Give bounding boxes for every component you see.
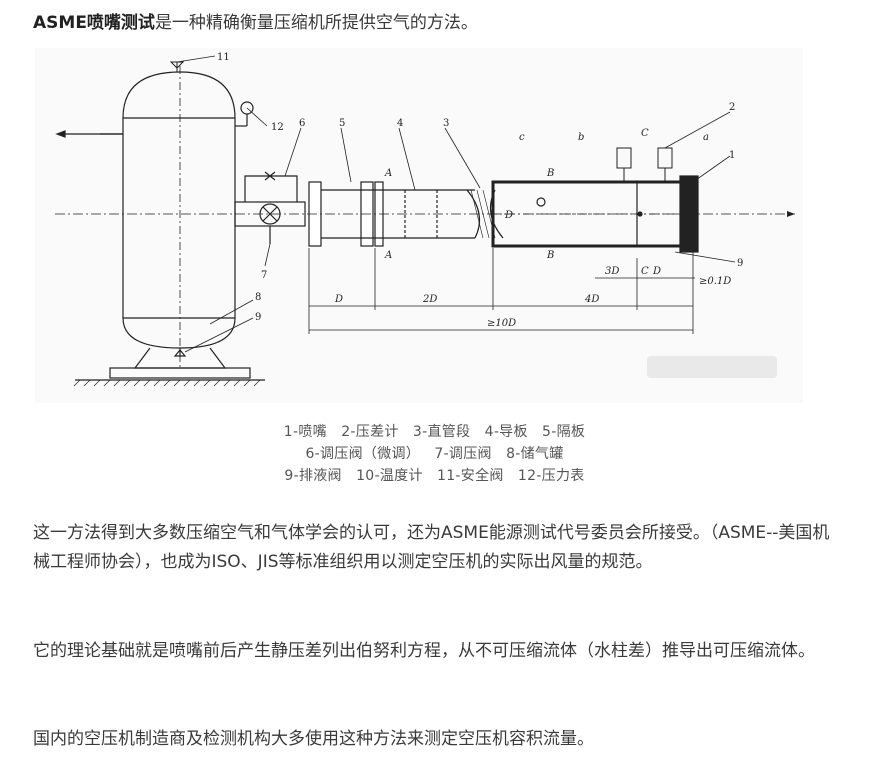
dim-2D: 2D bbox=[422, 294, 437, 305]
callout-a: a bbox=[703, 132, 709, 143]
dim-4D: 4D bbox=[584, 294, 599, 305]
dim-diameter: D bbox=[504, 210, 513, 221]
callout-5: 5 bbox=[339, 118, 345, 129]
caption-line-3: 9-排液阀 10-温度计 11-安全阀 12-压力表 bbox=[284, 468, 585, 484]
section-markers: A A B B C C bbox=[384, 128, 649, 277]
callout-6: 6 bbox=[299, 118, 305, 129]
dim-D: D bbox=[334, 294, 343, 305]
callout-leaders bbox=[176, 55, 736, 353]
intro-text: ASME喷嘴测试是一种精确衡量压缩机所提供空气的方法。 bbox=[33, 9, 833, 38]
callout-8: 8 bbox=[255, 292, 261, 303]
section-A-top: A bbox=[384, 168, 392, 179]
tank-base bbox=[73, 347, 265, 387]
dim-D-c: D bbox=[652, 266, 661, 277]
callout-labels: 11 12 6 5 4 3 2 1 7 8 9 9 c b a bbox=[217, 52, 743, 323]
blurred-watermark bbox=[647, 356, 777, 378]
section-A-bottom: A bbox=[384, 250, 392, 261]
dim-0-1D: ≥0.1D bbox=[699, 276, 731, 287]
section-B-bottom: B bbox=[546, 250, 554, 261]
section-C-bottom: C bbox=[641, 266, 649, 277]
paragraph-1: 这一方法得到大多数压缩空气和气体学会的认可，还为ASME能源测试代号委员会所接受… bbox=[33, 523, 830, 572]
storage-tank bbox=[55, 66, 254, 368]
callout-9-receiver: 9 bbox=[737, 258, 743, 269]
callout-4: 4 bbox=[397, 118, 403, 129]
intro-bold: ASME喷嘴测试 bbox=[33, 13, 155, 33]
callout-9-tank: 9 bbox=[255, 312, 261, 323]
asme-nozzle-diagram: 11 12 6 5 4 3 2 1 7 8 9 9 c b a A A B B … bbox=[35, 48, 803, 403]
paragraph-2: 它的理论基础就是喷嘴前后产生静压差列出伯努利方程，从不可压缩流体（水柱差）推导出… bbox=[33, 641, 815, 661]
dimension-labels: D 2D 4D ≥10D 3D D ≥0.1D D bbox=[334, 210, 731, 329]
caption-line-1: 1-喷嘴 2-压差计 3-直管段 4-导板 5-隔板 bbox=[283, 424, 586, 440]
callout-7: 7 bbox=[261, 270, 267, 281]
section-C-top: C bbox=[641, 128, 649, 139]
callout-3: 3 bbox=[443, 118, 449, 129]
caption-line-2: 6-调压阀（微调） 7-调压阀 8-储气罐 bbox=[305, 446, 564, 462]
paragraph-3: 国内的空压机制造商及检测机构大多使用这种方法来测定空压机容积流量。 bbox=[33, 729, 594, 749]
intro-rest: 是一种精确衡量压缩机所提供空气的方法。 bbox=[154, 13, 478, 33]
callout-1: 1 bbox=[729, 150, 735, 161]
callout-2: 2 bbox=[729, 102, 735, 113]
callout-c: c bbox=[519, 132, 525, 143]
callout-12: 12 bbox=[271, 122, 284, 133]
callout-b: b bbox=[578, 132, 584, 143]
dim-10D: ≥10D bbox=[487, 318, 516, 329]
callout-11: 11 bbox=[217, 52, 230, 63]
section-B-top: B bbox=[546, 168, 554, 179]
figure-caption: 1-喷嘴 2-压差计 3-直管段 4-导板 5-隔板 6-调压阀（微调） 7-调… bbox=[0, 421, 869, 487]
dim-3D: 3D bbox=[605, 266, 619, 277]
dimension-lines bbox=[308, 248, 695, 334]
